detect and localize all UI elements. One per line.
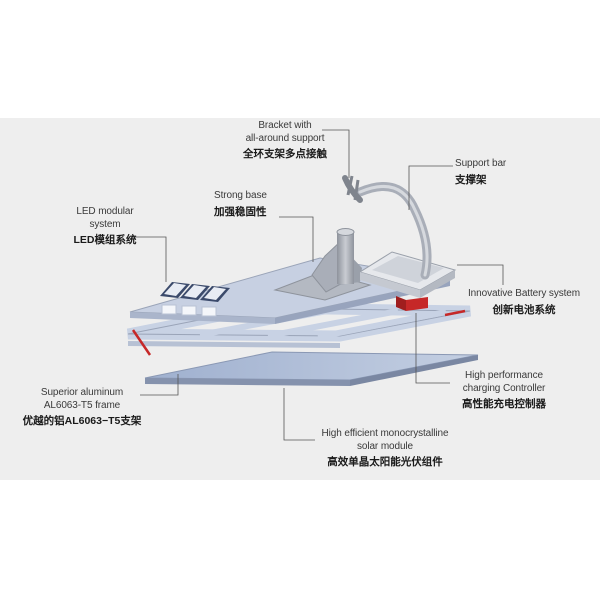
callout-controller-en-1: High performance xyxy=(465,370,543,381)
leader-line-controller xyxy=(415,313,450,384)
led-modules xyxy=(160,282,230,317)
callout-led-en-2: system xyxy=(89,218,121,230)
callout-led: LED modular system LED模组系统 xyxy=(60,206,150,247)
callout-led-cn: LED模组系统 xyxy=(73,234,137,246)
solar-module xyxy=(144,351,479,386)
callout-solar: High efficient monocrystalline solar mod… xyxy=(312,428,458,469)
led-module xyxy=(200,286,230,302)
charging-controller xyxy=(396,296,428,311)
led-module xyxy=(180,284,210,300)
led-module xyxy=(160,282,190,298)
callout-strong-base-cn: 加强稳固性 xyxy=(214,205,267,218)
callout-controller-cn: 高性能充电控制器 xyxy=(462,398,546,410)
frame-end-cap-red xyxy=(131,329,152,356)
leader-line-battery xyxy=(457,264,504,285)
callout-support-bar: Support bar 支撑架 xyxy=(455,158,555,186)
callout-bracket-cn: 全环支架多点接触 xyxy=(243,148,327,160)
strong-base xyxy=(273,228,372,301)
callout-frame-en-1: Superior aluminum xyxy=(40,387,124,398)
leader-line-support-bar xyxy=(408,165,453,210)
callout-battery: Innovative Battery system 创新电池系统 xyxy=(458,288,590,316)
callout-frame-en-2: AL6063-T5 frame xyxy=(43,399,121,411)
callout-bracket-en-1: Bracket with xyxy=(258,120,312,131)
callout-frame-cn: 优越的铝AL6063−T5支架 xyxy=(22,415,142,427)
callout-bracket-en-2: all-around support xyxy=(245,132,325,144)
bracket xyxy=(342,175,363,203)
callout-solar-en-1: High efficient monocrystalline xyxy=(321,428,449,439)
callout-led-en-1: LED modular xyxy=(76,206,134,217)
callout-battery-en: Innovative Battery system xyxy=(468,288,580,299)
callout-frame: Superior aluminum AL6063-T5 frame 优越的铝AL… xyxy=(12,387,152,428)
leader-line-led xyxy=(132,236,167,282)
callout-support-bar-cn: 支撑架 xyxy=(455,173,487,186)
support-bar xyxy=(355,181,432,280)
callout-controller-en-2: charging Controller xyxy=(462,382,546,394)
leader-line-strong-base xyxy=(279,216,314,262)
leader-line-solar xyxy=(283,388,315,441)
callout-bracket: Bracket with all-around support 全环支架多点接触 xyxy=(230,120,340,161)
callout-support-bar-en: Support bar xyxy=(455,158,507,169)
callout-battery-cn: 创新电池系统 xyxy=(492,303,556,316)
callout-strong-base-en: Strong base xyxy=(214,190,267,201)
leader-line-frame xyxy=(140,374,179,396)
callout-strong-base: Strong base 加强稳固性 xyxy=(214,190,314,218)
leader-line-bracket xyxy=(322,129,350,178)
callout-solar-cn: 高效单晶太阳能光伏组件 xyxy=(327,456,443,468)
callout-solar-en-2: solar module xyxy=(356,440,414,452)
leader-lines xyxy=(132,129,504,441)
callout-controller: High performance charging Controller 高性能… xyxy=(443,370,565,411)
